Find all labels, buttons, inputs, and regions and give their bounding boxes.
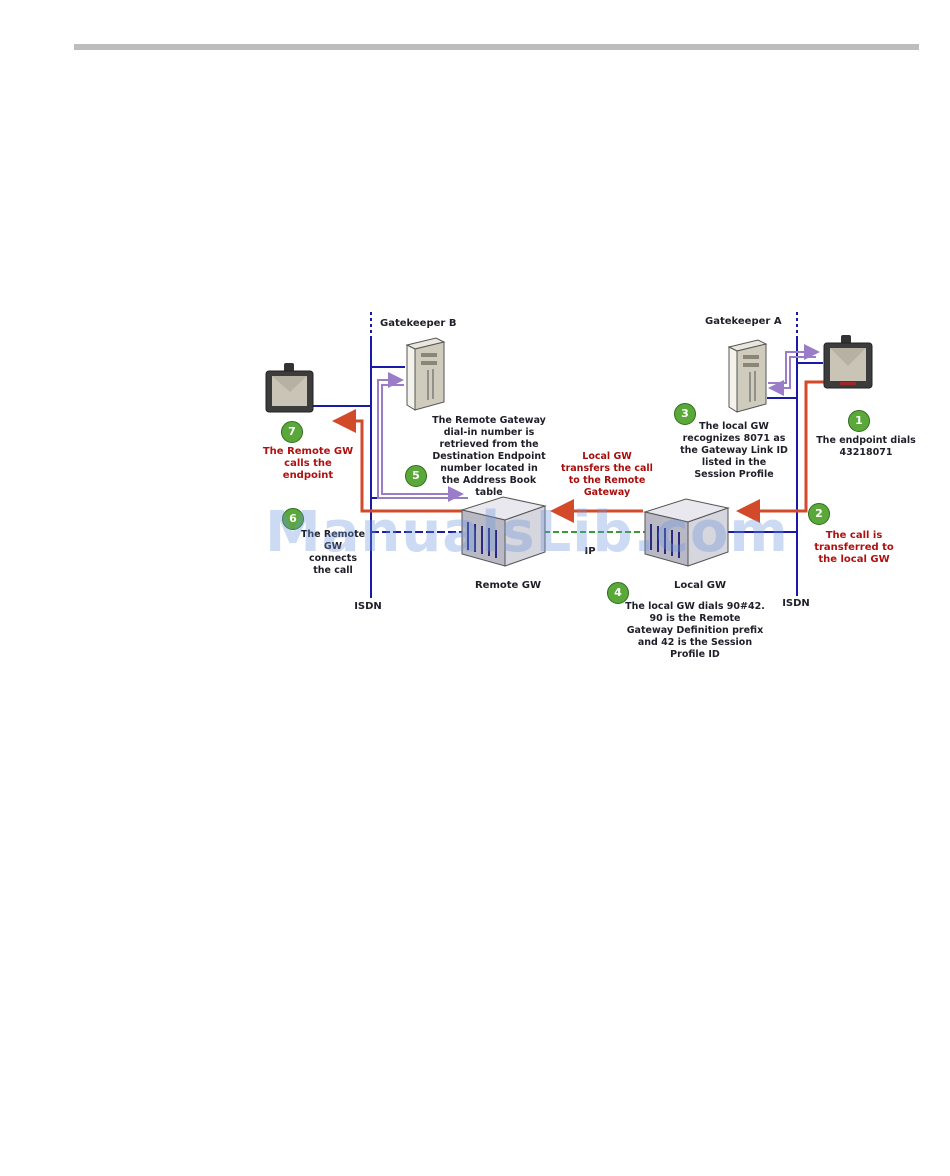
- gatekeeper-b-label: Gatekeeper B: [380, 318, 457, 329]
- local-gw-label: Local GW: [673, 580, 727, 591]
- step-1-text: The endpoint dials 43218071: [816, 435, 916, 458]
- gatekeeper-a-label: Gatekeeper A: [705, 316, 782, 327]
- call-path: [332, 380, 826, 523]
- signalling-arrows: [377, 344, 820, 502]
- step-2-text: The call is transferred to the local GW: [814, 530, 894, 565]
- remote-gw-device-icon: [460, 496, 547, 567]
- step-badge-4: 4: [607, 582, 629, 604]
- step-badge-2: 2: [808, 503, 830, 525]
- step-5-text: The Remote Gateway dial-in number is ret…: [432, 415, 546, 498]
- step-6-text: The Remote GW connects the call: [300, 529, 366, 576]
- isdn-right-label: ISDN: [782, 598, 810, 609]
- isdn-left-label: ISDN: [354, 601, 382, 612]
- gatekeeper-b-server-icon: [405, 337, 446, 411]
- transfer-note: Local GW transfers the call to the Remot…: [561, 451, 653, 498]
- step-badge-5: 5: [405, 465, 427, 487]
- step-badge-1: 1: [848, 410, 870, 432]
- step-badge-6: 6: [282, 508, 304, 530]
- local-gw-device-icon: [643, 498, 730, 567]
- step-badge-7: 7: [281, 421, 303, 443]
- local-endpoint-monitor-icon: [823, 335, 873, 389]
- remote-gw-label: Remote GW: [474, 580, 542, 591]
- top-rule: [74, 44, 919, 50]
- step-4-text: The local GW dials 90#42. 90 is the Remo…: [625, 601, 765, 660]
- watermark: ManualsLib.com: [265, 500, 789, 565]
- network-lines-right: [727, 312, 823, 596]
- gatekeeper-a-server-icon: [727, 339, 768, 413]
- ip-label: IP: [584, 546, 596, 557]
- step-7-text: The Remote GW calls the endpoint: [262, 446, 354, 481]
- remote-endpoint-monitor-icon: [265, 363, 314, 413]
- step-3-text: The local GW recognizes 8071 as the Gate…: [680, 421, 788, 480]
- step-badge-3: 3: [674, 403, 696, 425]
